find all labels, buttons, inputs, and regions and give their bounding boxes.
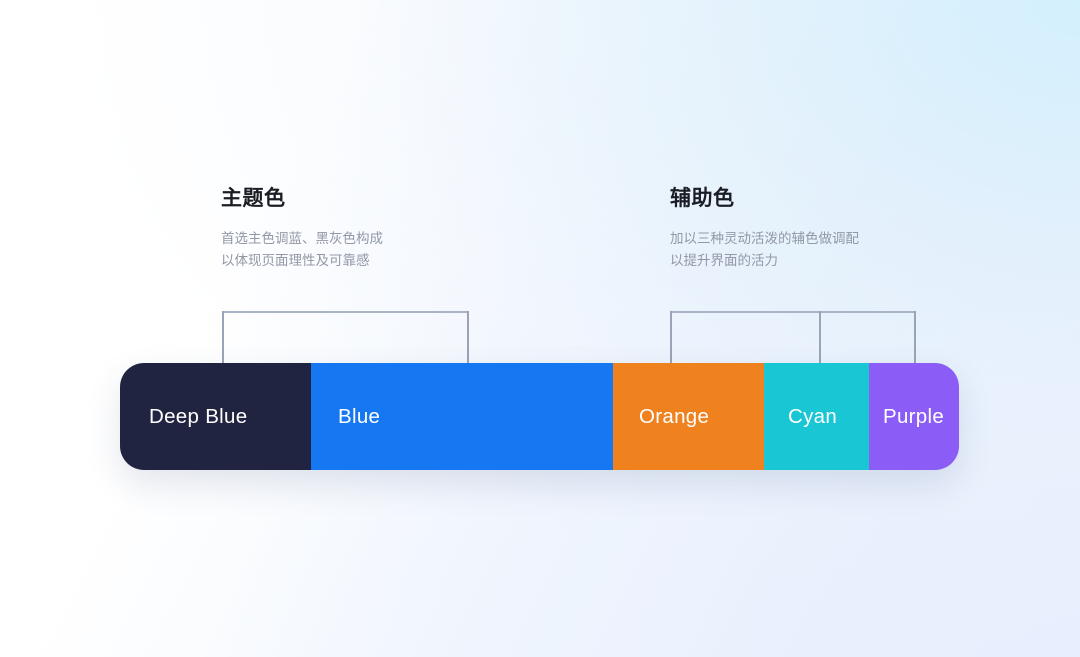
swatch-cyan-label: Cyan	[788, 404, 838, 428]
accent-color-group-heading: 辅助色 加以三种灵动活泼的辅色做调配 以提升界面的活力	[670, 188, 859, 272]
swatch-orange-label: Orange	[639, 404, 710, 428]
color-palette-bar: Deep Blue Blue Orange Cyan Purple	[120, 363, 959, 470]
swatch-orange[interactable]: Orange	[613, 363, 764, 470]
theme-bracket-rail	[222, 311, 469, 313]
accent-bracket-rail	[670, 311, 916, 313]
swatch-purple-label: Purple	[883, 404, 945, 428]
swatch-cyan[interactable]: Cyan	[764, 363, 869, 470]
accent-color-title: 辅助色	[670, 187, 735, 210]
theme-color-description-line-1: 首选主色调蓝、黑灰色构成	[221, 231, 383, 246]
theme-bracket-leg-right	[467, 311, 469, 369]
theme-color-description-line-2: 以体现页面理性及可靠感	[221, 252, 370, 268]
accent-color-description: 加以三种灵动活泼的辅色做调配 以提升界面的活力	[670, 228, 859, 272]
theme-color-description: 首选主色调蓝、黑灰色构成 以体现页面理性及可靠感	[221, 228, 383, 272]
swatch-deep-blue-label: Deep Blue	[149, 404, 248, 428]
theme-color-group-heading: 主题色 首选主色调蓝、黑灰色构成 以体现页面理性及可靠感	[221, 188, 383, 272]
swatch-blue-label: Blue	[338, 404, 381, 428]
swatch-deep-blue[interactable]: Deep Blue	[120, 363, 311, 470]
swatch-purple[interactable]: Purple	[869, 363, 959, 470]
theme-color-title: 主题色	[221, 187, 286, 210]
accent-color-description-line-2: 以提升界面的活力	[670, 252, 778, 268]
accent-color-description-line-1: 加以三种灵动活泼的辅色做调配	[670, 231, 859, 246]
swatch-blue[interactable]: Blue	[311, 363, 613, 470]
